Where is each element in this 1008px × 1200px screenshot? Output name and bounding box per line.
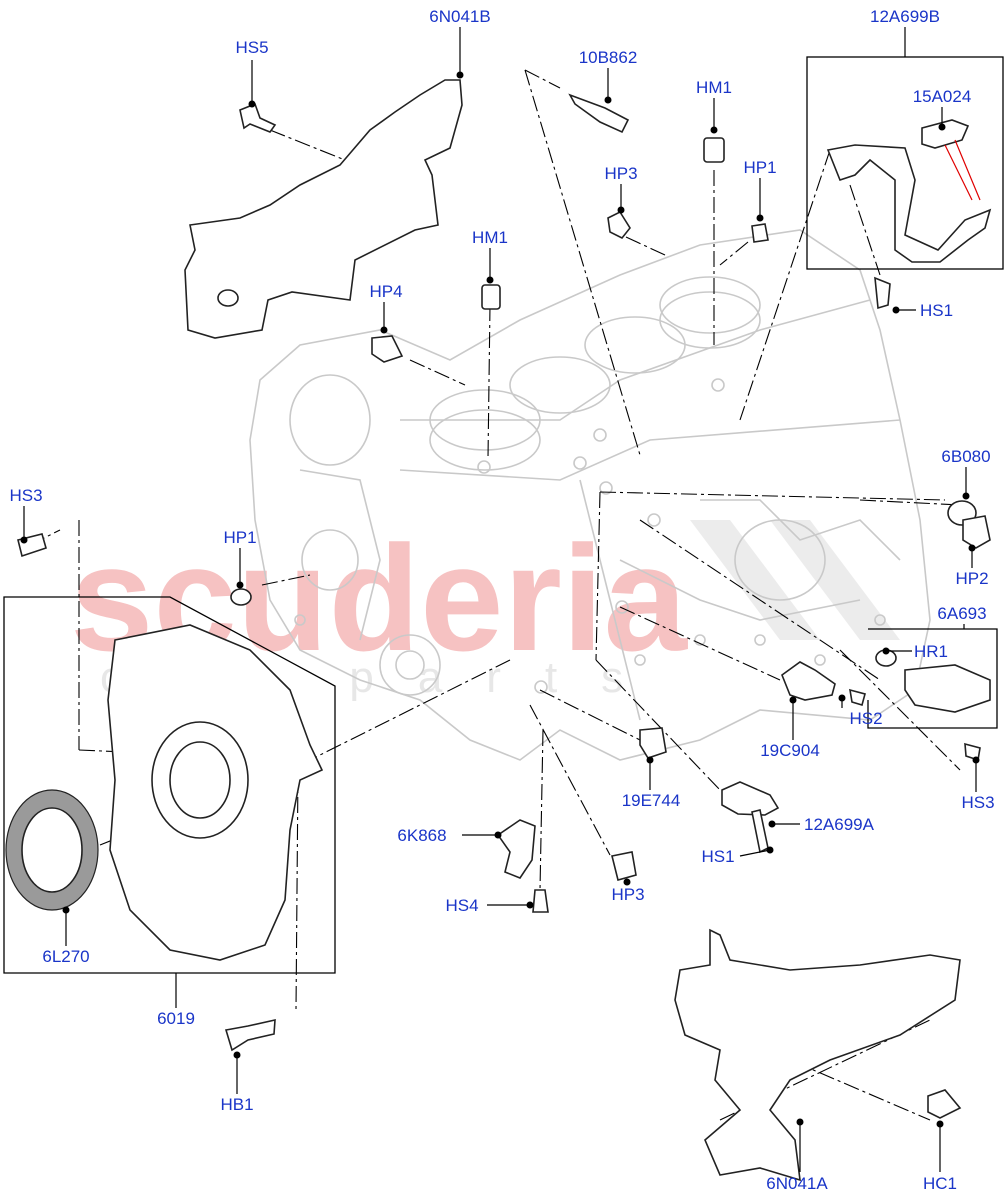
label-6b080: 6B080 — [941, 447, 990, 466]
label-hb1: HB1 — [220, 1095, 253, 1114]
label-hp2: HP2 — [955, 569, 988, 588]
part-labels: HS5 6N041B 10B862 12A699B HM1 15A024 HP3… — [9, 7, 994, 1193]
knock-sensor-12a699b — [826, 144, 992, 263]
label-hs1-top: HS1 — [920, 301, 953, 320]
label-hs3-left: HS3 — [9, 486, 42, 505]
label-hp1-left: HP1 — [223, 528, 256, 547]
label-hr1: HR1 — [914, 642, 948, 661]
group-boxes — [3, 56, 1004, 974]
cover-seal-inner — [169, 741, 231, 819]
plug-hp1-top — [751, 223, 769, 243]
label-12a699a: 12A699A — [804, 815, 875, 834]
engine-block — [249, 229, 931, 761]
plug-hp3-bottom — [611, 851, 637, 881]
label-hs4: HS4 — [445, 896, 478, 915]
plug-hp4 — [371, 335, 404, 363]
oil-pump-6a693 — [904, 664, 991, 713]
bolt-hs1-bottom — [751, 809, 769, 854]
plug-19e744 — [639, 727, 667, 759]
label-6n041a: 6N041A — [766, 1174, 828, 1193]
label-10b862: 10B862 — [579, 48, 638, 67]
upper-heat-shield — [184, 79, 463, 339]
label-6019: 6019 — [157, 1009, 195, 1028]
bolt-hs1-top — [874, 276, 891, 310]
label-6l270: 6L270 — [42, 947, 89, 966]
label-19e744: 19E744 — [622, 791, 681, 810]
label-hp1-top: HP1 — [743, 158, 776, 177]
bolt-hc1 — [927, 1089, 962, 1119]
label-hm1-mid: HM1 — [472, 228, 508, 247]
oil-pump-detail-box — [867, 628, 998, 729]
sensor-12a699a — [721, 781, 780, 816]
bolt-hs2 — [849, 688, 866, 707]
bracket-6k868 — [496, 819, 536, 879]
label-hp3-top: HP3 — [604, 164, 637, 183]
sensor-19c904 — [781, 661, 836, 701]
checker-flag-watermark — [690, 520, 900, 640]
fasteners-and-sensors — [17, 93, 992, 1119]
label-hs1-bottom: HS1 — [701, 847, 734, 866]
plug-hm1-mid — [481, 284, 501, 310]
shield-hole — [217, 289, 239, 307]
crankshaft-seal-inner — [21, 807, 83, 893]
bracket-15a024 — [921, 119, 970, 149]
bolt-hs4 — [532, 889, 549, 913]
leader-lines — [20, 27, 980, 1172]
bolt-hb1 — [224, 1018, 276, 1052]
plug-hp3-top — [607, 210, 631, 240]
label-hs2: HS2 — [849, 709, 882, 728]
plug-hp2 — [962, 515, 991, 549]
label-hs5: HS5 — [235, 38, 268, 57]
label-hp4: HP4 — [369, 282, 402, 301]
label-hc1: HC1 — [923, 1174, 957, 1193]
rear-cover-box — [3, 596, 336, 974]
label-hm1-top: HM1 — [696, 78, 732, 97]
label-6n041b: 6N041B — [429, 7, 490, 26]
lower-heat-shield — [674, 928, 961, 1182]
label-6k868: 6K868 — [397, 826, 446, 845]
label-15a024: 15A024 — [913, 87, 972, 106]
label-hp3-bottom: HP3 — [611, 885, 644, 904]
label-12a699b: 12A699B — [870, 7, 940, 26]
label-hs3-right: HS3 — [961, 793, 994, 812]
label-19c904: 19C904 — [760, 741, 820, 760]
o-ring-hp1-left — [230, 588, 252, 606]
plug-hm1-top — [703, 137, 725, 163]
sensor-10b862 — [568, 93, 630, 134]
bolt-hs5 — [239, 102, 277, 133]
label-6a693: 6A693 — [937, 604, 986, 623]
